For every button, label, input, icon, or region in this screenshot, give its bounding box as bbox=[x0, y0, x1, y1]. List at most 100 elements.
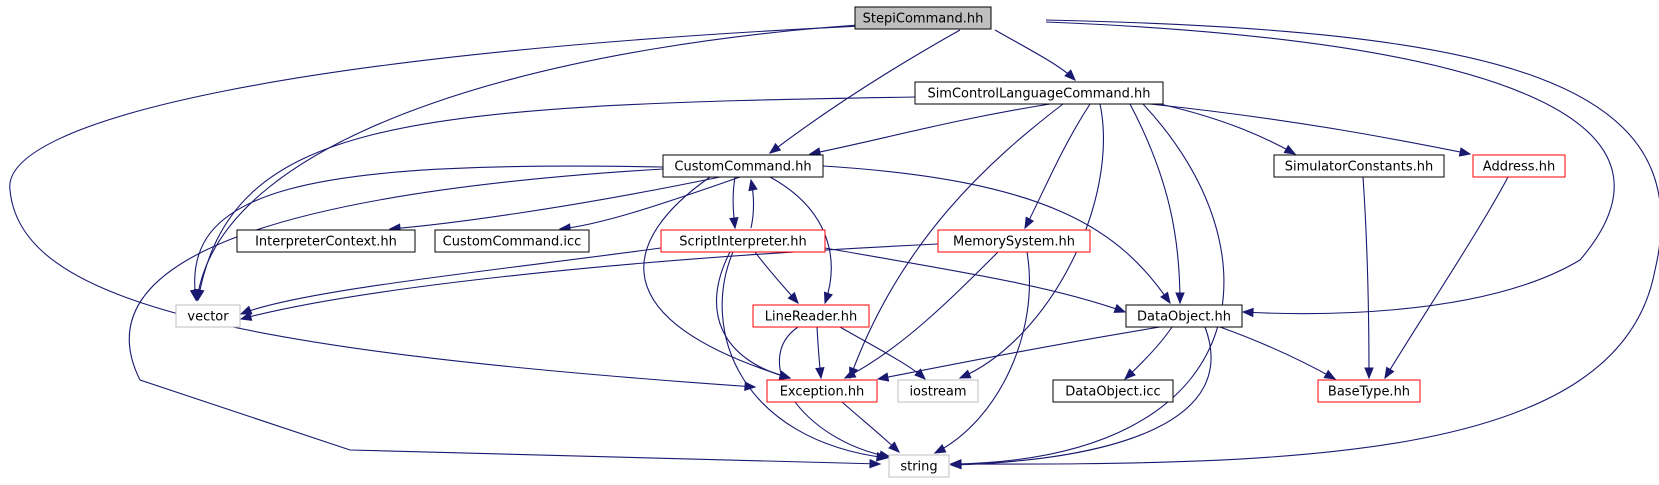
node-box bbox=[1472, 154, 1566, 178]
node-customicc[interactable]: CustomCommand.icc bbox=[434, 229, 590, 253]
node-stepi: StepiCommand.hh bbox=[854, 6, 992, 30]
node-address[interactable]: Address.hh bbox=[1472, 154, 1566, 178]
edge-line bbox=[809, 103, 1051, 155]
arrowhead bbox=[888, 441, 900, 453]
node-customcmd[interactable]: CustomCommand.hh bbox=[662, 154, 824, 178]
node-memsys[interactable]: MemorySystem.hh bbox=[937, 229, 1091, 253]
edge-simcontrol-to-iostream bbox=[958, 103, 1104, 379]
edge-line bbox=[1219, 326, 1336, 380]
arrowhead bbox=[1124, 368, 1136, 380]
edge-dataobject-to-string bbox=[949, 326, 1212, 470]
node-linereader[interactable]: LineReader.hh bbox=[752, 304, 870, 328]
edge-scriptinterp-to-string bbox=[721, 251, 889, 462]
edge-line bbox=[950, 19, 1659, 465]
arrowhead bbox=[239, 305, 253, 315]
edge-simcontrol-to-string bbox=[949, 103, 1225, 469]
arrowhead bbox=[869, 458, 882, 469]
arrowhead bbox=[1175, 292, 1185, 305]
edge-memsys-to-exception bbox=[843, 251, 999, 379]
edge-line bbox=[9, 23, 907, 388]
edge-customcmd-to-vector bbox=[189, 165, 664, 302]
arrowhead bbox=[1241, 307, 1254, 318]
edge-scriptinterp-to-vector bbox=[239, 247, 662, 315]
node-label: MemorySystem.hh bbox=[953, 235, 1075, 250]
edge-line bbox=[824, 247, 1126, 313]
node-box bbox=[897, 379, 979, 403]
edge-line bbox=[1159, 103, 1296, 155]
node-basetype[interactable]: BaseType.hh bbox=[1317, 379, 1421, 403]
edge-line bbox=[128, 168, 881, 465]
node-box bbox=[1317, 379, 1421, 403]
node-label: InterpreterContext.hh bbox=[255, 235, 397, 250]
edge-linereader-to-exception bbox=[815, 326, 825, 380]
node-dataobject[interactable]: DataObject.hh bbox=[1125, 304, 1243, 328]
node-string: string bbox=[888, 454, 950, 478]
edge-scriptinterp-to-customcmd bbox=[748, 178, 758, 229]
edge-line bbox=[559, 176, 741, 230]
arrowhead bbox=[815, 367, 825, 380]
edge-simconst-to-basetype bbox=[1362, 176, 1374, 380]
node-label: CustomCommand.icc bbox=[443, 235, 582, 250]
node-label: vector bbox=[187, 310, 229, 325]
edge-line bbox=[994, 29, 1076, 81]
edge-customcmd-to-scriptinterp bbox=[729, 176, 739, 230]
edge-line bbox=[769, 29, 961, 154]
node-box bbox=[914, 81, 1164, 105]
node-label: DataObject.hh bbox=[1137, 310, 1231, 325]
edge-customcmd-to-customicc bbox=[558, 176, 741, 233]
arrowhead bbox=[768, 142, 782, 154]
edge-line bbox=[950, 326, 1212, 466]
edge-simcontrol-to-simconst bbox=[1159, 103, 1297, 155]
arrowhead bbox=[876, 372, 890, 382]
edge-stepi-to-simcontrol bbox=[994, 29, 1076, 81]
node-dataobjicc[interactable]: DataObject.icc bbox=[1052, 379, 1174, 403]
nodes-layer: StepiCommand.hhSimControlLanguageCommand… bbox=[175, 6, 1566, 478]
node-box bbox=[752, 304, 870, 328]
edge-stepi-to-exception bbox=[9, 23, 907, 392]
arrowhead bbox=[949, 459, 962, 470]
edge-simcontrol-to-dataobject bbox=[1129, 103, 1185, 305]
edge-line bbox=[844, 251, 999, 379]
arrowhead bbox=[1364, 367, 1374, 380]
node-label: string bbox=[900, 460, 937, 475]
edge-customcmd-to-string bbox=[128, 168, 882, 469]
arrowhead bbox=[933, 444, 947, 454]
edge-address-to-basetype bbox=[1384, 176, 1509, 380]
node-scriptinterp[interactable]: ScriptInterpreter.hh bbox=[660, 229, 826, 253]
node-label: iostream bbox=[909, 385, 966, 400]
node-simcontrol[interactable]: SimControlLanguageCommand.hh bbox=[914, 81, 1164, 105]
node-box bbox=[434, 229, 590, 253]
node-iostream: iostream bbox=[897, 379, 979, 403]
edge-linereader-to-iostream bbox=[839, 326, 926, 380]
edge-simcontrol-to-memsys bbox=[1024, 103, 1091, 230]
edge-line bbox=[194, 165, 664, 301]
node-box bbox=[937, 229, 1091, 253]
edge-customcmd-to-interpctx bbox=[388, 176, 721, 233]
arrowhead bbox=[1384, 366, 1395, 380]
arrowhead bbox=[914, 368, 926, 380]
arrowhead bbox=[958, 369, 972, 379]
node-label: Address.hh bbox=[1483, 160, 1555, 175]
edge-line bbox=[1045, 21, 1615, 315]
edge-line bbox=[959, 103, 1104, 379]
node-box bbox=[1273, 154, 1445, 178]
edge-stepi-to-customcmd bbox=[768, 29, 961, 154]
edge-scriptinterp-to-dataobject bbox=[824, 247, 1127, 313]
edge-line bbox=[1024, 103, 1091, 229]
edge-simcontrol-to-customcmd bbox=[808, 103, 1051, 157]
edge-line bbox=[1149, 103, 1471, 155]
node-box bbox=[662, 154, 824, 178]
edge-line bbox=[197, 96, 916, 301]
arrowhead bbox=[1113, 303, 1127, 313]
arrowhead bbox=[878, 450, 892, 460]
node-simconst[interactable]: SimulatorConstants.hh bbox=[1273, 154, 1445, 178]
arrowhead bbox=[823, 291, 833, 305]
node-box bbox=[888, 454, 950, 478]
node-exception[interactable]: Exception.hh bbox=[766, 379, 878, 403]
node-box bbox=[1125, 304, 1243, 328]
edge-memsys-to-string bbox=[933, 251, 1030, 454]
node-interpctx[interactable]: InterpreterContext.hh bbox=[236, 229, 416, 253]
arrowhead bbox=[787, 291, 799, 305]
arrowhead bbox=[729, 217, 739, 230]
